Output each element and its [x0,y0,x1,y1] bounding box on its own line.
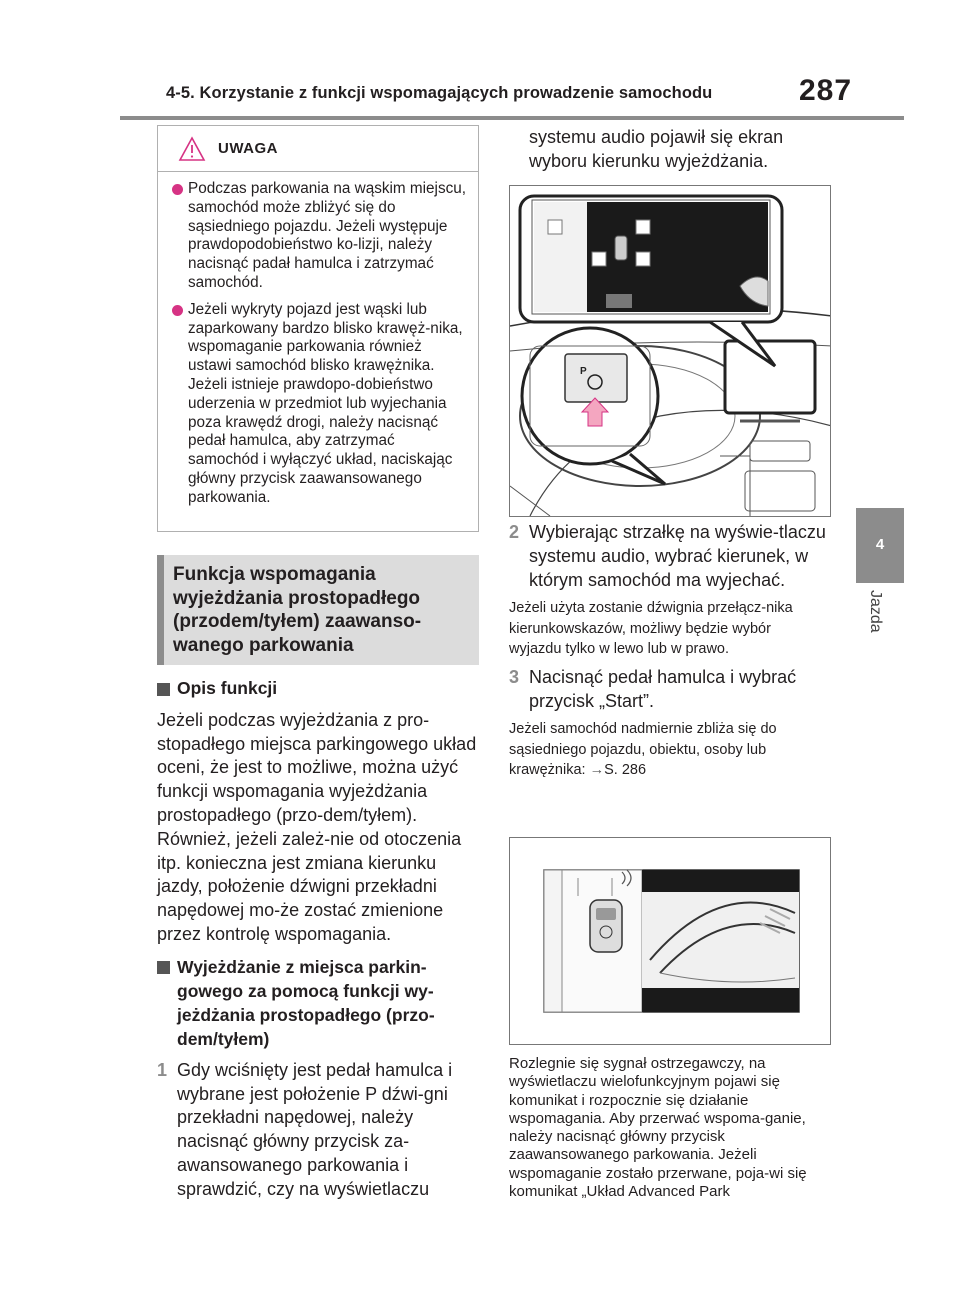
warning-body: Podczas parkowania na wąskim miejscu, sa… [158,172,478,508]
figure-dashboard-direction-selection: P [509,185,831,517]
step-3-note-text: Jeżeli samochód nadmiernie zbliża się do… [509,721,777,779]
bullet-dot [172,184,183,195]
chapter-label: Jazda [867,590,884,633]
page-reference-link[interactable]: S. 286 [604,762,647,779]
subheading-text: Wyjeżdżanie z miejsca parkin-gowego za p… [177,956,435,1049]
final-note: Rozlegnie się sygnał ostrzegawczy, na wy… [509,1055,807,1201]
warning-item-text: Podczas parkowania na wąskim miejscu, sa… [188,180,467,291]
square-bullet-icon [157,683,170,696]
section-heading-bar [157,555,164,665]
chapter-tab: 4 [856,508,904,583]
page-reference-arrow-icon: → [589,762,605,779]
step-3-note: Jeżeli samochód nadmiernie zbliża się do… [509,719,827,781]
header-title: 4-5. Korzystanie z funkcji wspomagającyc… [166,84,713,102]
square-bullet-icon [157,960,170,974]
step-text: Gdy wciśnięty jest pedał hamulca i wybra… [177,1059,453,1199]
step-text: Nacisnąć pedał hamulca i wybrać przycisk… [529,666,797,711]
left-column: Opis funkcji Jeżeli podczas wyjeżdżania … [157,677,482,1202]
warning-item: Podczas parkowania na wąskim miejscu, sa… [172,180,468,293]
figure-assist-display [509,837,831,1045]
section-heading-box: Funkcja wspomagania wyjeżdżania prostopa… [157,555,479,665]
step-number: 2 [509,522,520,542]
button-letter: P [580,366,587,377]
step-2-note: Jeżeli użyta zostanie dźwignia przełącz-… [509,600,793,658]
warning-header: UWAGA [158,126,478,172]
step-1: 1 Gdy wciśnięty jest pedał hamulca i wyb… [157,1059,482,1202]
warning-title: UWAGA [218,140,278,157]
dashboard-illustration: P [510,194,830,516]
step-2: 2 Wybierając strzałkę na wyświe-tlaczu s… [509,521,834,592]
header-rule [120,116,904,120]
page-number: 287 [799,74,853,107]
warning-item: Jeżeli wykryty pojazd jest wąski lub zap… [172,301,468,508]
step-text: Wybierając strzałkę na wyświe-tlaczu sys… [529,522,826,590]
step-number: 1 [157,1059,168,1080]
assist-display-illustration [543,869,800,1013]
description-paragraph: Jeżeli podczas wyjeżdżania z pro-stopadł… [157,709,477,944]
right-column: 2 Wybierając strzałkę na wyświe-tlaczu s… [509,521,834,781]
step-3: 3 Nacisnąć pedał hamulca i wybrać przyci… [509,666,834,714]
warning-box: UWAGA Podczas parkowania na wąskim miejs… [157,125,479,532]
subheading-description: Opis funkcji [157,677,482,701]
section-heading: Funkcja wspomagania wyjeżdżania prostopa… [173,564,422,656]
subheading-text: Opis funkcji [177,678,278,698]
step-1-continued: systemu audio pojawił się ekran wyboru k… [529,127,784,171]
warning-item-text: Jeżeli wykryty pojazd jest wąski lub zap… [188,300,463,506]
step-number: 3 [509,666,520,687]
warning-triangle-icon [178,136,206,161]
bullet-dot [172,304,183,316]
subheading-exit: Wyjeżdżanie z miejsca parkin-gowego za p… [157,955,482,1051]
